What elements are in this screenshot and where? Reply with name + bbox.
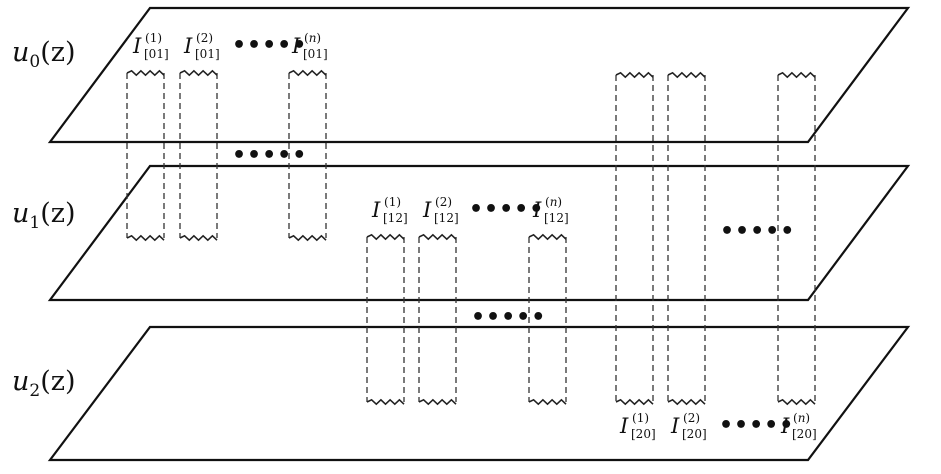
svg-text:(n): (n) [793,411,810,425]
cut-label-12-1: I (1) [12] [371,195,408,225]
tube-01-2 [179,69,218,242]
tube-12-3-bottom-cut [528,398,567,406]
svg-text:I: I [670,414,680,438]
tube-20-3-bottom-cut [777,398,816,406]
cut-label-01-1: I (1) [01] [132,31,169,61]
svg-text:[01]: [01] [303,47,328,61]
tube-12-1 [366,233,405,406]
tube-01-2-top-cut [179,69,218,77]
tube-20-1-top-cut [615,71,654,79]
svg-text:[12]: [12] [544,211,569,225]
ellipsis-01-tubes: ••••• [232,143,307,168]
svg-text:(1): (1) [632,411,649,425]
svg-text:[12]: [12] [383,211,408,225]
svg-text:[20]: [20] [682,427,707,441]
cuts-20-tubes [615,71,816,406]
tube-20-1 [615,71,654,406]
ellipsis-12-tubes: ••••• [471,305,546,330]
sheet-plane-0 [47,6,911,144]
tube-12-2 [418,233,457,406]
svg-text:I: I [780,414,790,438]
cut-label-01-n: I (n) [01] [291,31,328,61]
tube-01-1 [126,69,165,242]
svg-text:[01]: [01] [195,47,220,61]
svg-text:I: I [291,34,301,58]
tube-12-3 [528,233,567,406]
tube-20-2-top-cut [667,71,706,79]
cut-label-20-n: I (n) [20] [780,411,817,441]
cut-label-01-2: I (2) [01] [183,31,220,61]
svg-text:I: I [619,414,629,438]
svg-text:I: I [132,34,142,58]
svg-text:(1): (1) [145,31,162,45]
tube-20-2 [667,71,706,406]
tube-12-2-bottom-cut [418,398,457,406]
tube-01-3-bottom-cut [288,234,327,242]
svg-text:I: I [371,198,381,222]
cut-label-20-2: I (2) [20] [670,411,707,441]
tube-20-3 [777,71,816,406]
sheet-label-1: u1(z) [12,198,76,233]
svg-text:(1): (1) [384,195,401,209]
sheet-label-2: u2(z) [12,366,76,401]
cuts-12-tubes [366,233,567,406]
ellipsis-20-tubes: ••••• [720,219,795,244]
tube-12-2-top-cut [418,233,457,241]
tube-01-1-bottom-cut [126,234,165,242]
svg-text:I: I [422,198,432,222]
svg-text:[20]: [20] [631,427,656,441]
tube-12-1-bottom-cut [366,398,405,406]
ellipsis-12-labels: ••••• [469,197,544,222]
cut-label-20-1: I (1) [20] [619,411,656,441]
svg-text:(n): (n) [304,31,321,45]
sheet-plane-2 [47,325,911,462]
tube-01-3-top-cut [288,69,327,77]
svg-text:(2): (2) [435,195,452,209]
svg-text:(2): (2) [196,31,213,45]
svg-text:[20]: [20] [792,427,817,441]
svg-text:[01]: [01] [144,47,169,61]
tube-01-2-bottom-cut [179,234,218,242]
sheet-label-0: u0(z) [12,37,76,72]
svg-text:(n): (n) [545,195,562,209]
cut-label-12-n: I (n) [12] [532,195,569,225]
cuts-01-tubes [126,69,327,242]
svg-text:(2): (2) [683,411,700,425]
tube-01-3 [288,69,327,242]
svg-text:[12]: [12] [434,211,459,225]
tube-12-3-top-cut [528,233,567,241]
sheet-plane-1 [47,164,911,302]
tube-12-1-top-cut [366,233,405,241]
ellipsis-20-labels: ••••• [719,413,794,438]
tube-01-1-top-cut [126,69,165,77]
tube-20-3-top-cut [777,71,816,79]
tube-20-2-bottom-cut [667,398,706,406]
svg-text:I: I [183,34,193,58]
svg-text:I: I [532,198,542,222]
tube-20-1-bottom-cut [615,398,654,406]
cut-label-12-2: I (2) [12] [422,195,459,225]
ellipsis-01-labels: ••••• [232,33,307,58]
